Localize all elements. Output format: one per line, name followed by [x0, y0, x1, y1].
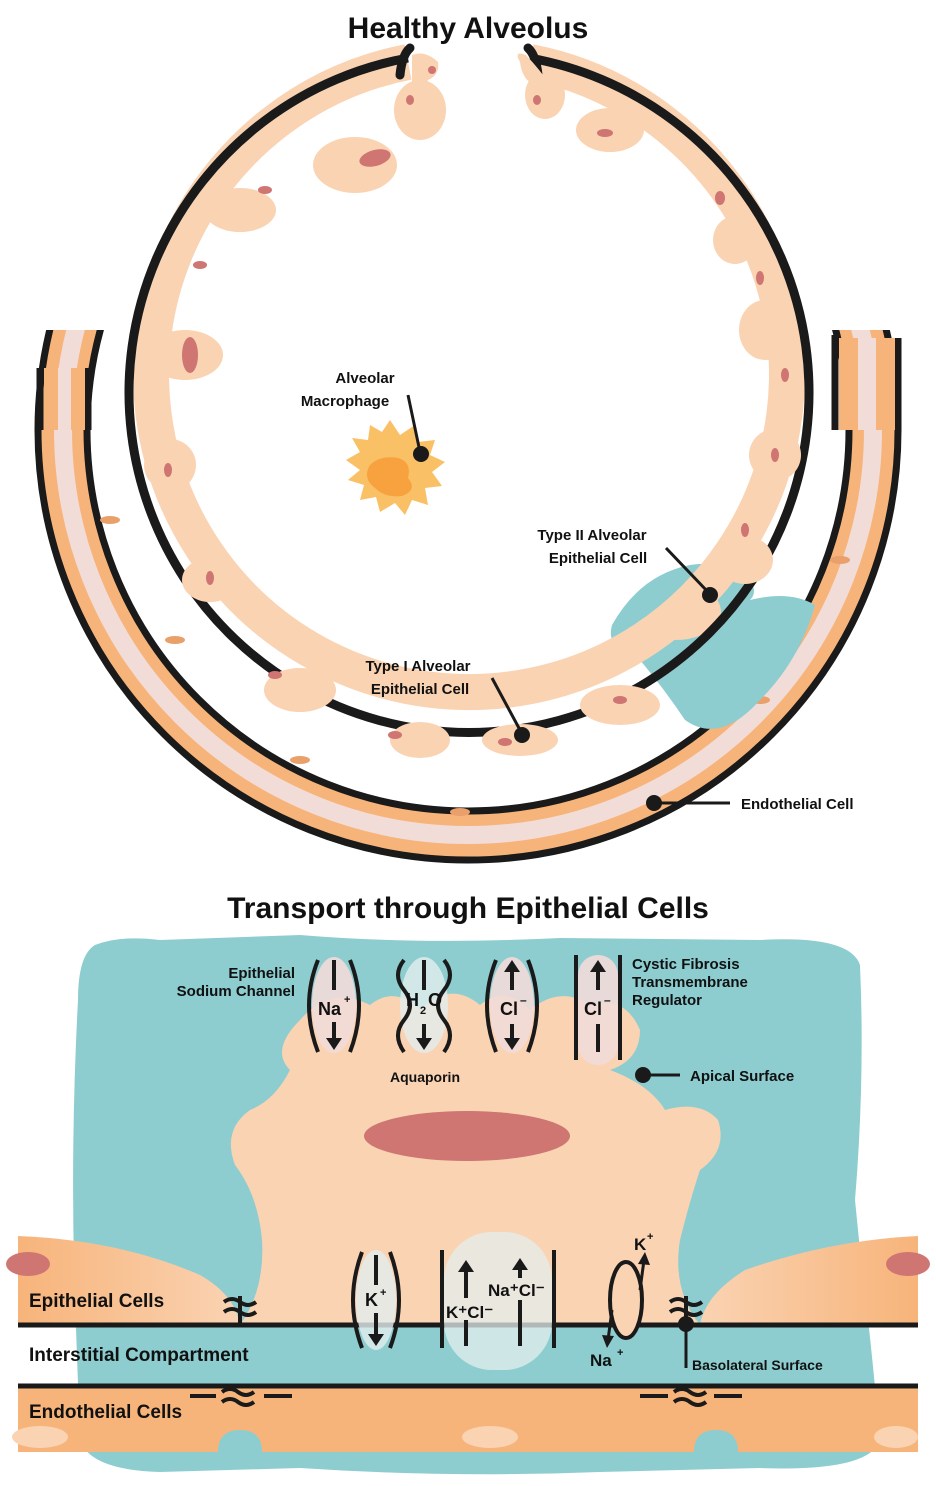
cftr-label-line1: Cystic Fibrosis — [632, 956, 740, 973]
cftr-cl-ion: Cl — [584, 999, 602, 1019]
label-type-i: Type I Alveolar Epithelial Cell — [365, 658, 530, 743]
pump-na-charge: + — [617, 1347, 623, 1359]
capillary-ends — [36, 335, 902, 430]
alveolar-macrophage — [346, 420, 445, 515]
type2-label-line2: Epithelial Cell — [549, 550, 647, 567]
pump-na-ion: Na — [590, 1351, 612, 1370]
h2o-o: O — [428, 990, 442, 1010]
h2o-h: H — [406, 990, 419, 1010]
type1-label-line1: Type I Alveolar — [365, 658, 470, 675]
kcl-ions: K⁺Cl⁻ — [446, 1303, 493, 1322]
endothelial-junction-right — [640, 1387, 742, 1407]
endothelial-label: Endothelial Cell — [741, 796, 854, 813]
cftr-channel: Cl – — [574, 955, 622, 1065]
endothelial-junction-left — [190, 1387, 292, 1407]
cl-ion: Cl — [500, 999, 518, 1019]
k-channel: K + — [351, 1250, 401, 1350]
enac-na-ion: Na — [318, 999, 342, 1019]
pump-k-ion: K — [634, 1235, 647, 1254]
epithelial-cells-label: Epithelial Cells — [29, 1291, 164, 1312]
type2-label-line1: Type II Alveolar — [537, 527, 646, 544]
na-k-pump: K + Na + — [590, 1231, 653, 1370]
title-healthy-alveolus: Healthy Alveolus — [348, 12, 589, 45]
nacl-ions: Na⁺Cl⁻ — [488, 1281, 545, 1300]
endothelial-cells-label: Endothelial Cells — [29, 1402, 182, 1423]
epithelial-band — [6, 1236, 930, 1325]
cl-charge: – — [520, 993, 527, 1007]
basolateral-surface-label: Basolateral Surface — [692, 1357, 823, 1373]
macrophage-label-line1: Alveolar — [335, 370, 394, 387]
title-transport: Transport through Epithelial Cells — [227, 892, 709, 925]
epithelial-junction-left — [222, 1296, 258, 1324]
interstitial-label: Interstitial Compartment — [29, 1345, 249, 1366]
enac-channel: Na + — [307, 957, 361, 1053]
label-type-ii: Type II Alveolar Epithelial Cell — [537, 527, 718, 603]
type1-label-line2: Epithelial Cell — [371, 681, 469, 698]
cftr-cl-charge: – — [604, 993, 611, 1007]
label-macrophage: Alveolar Macrophage — [301, 370, 429, 462]
cftr-label-line2: Transmembrane — [632, 974, 748, 991]
k-ion: K — [365, 1290, 378, 1310]
aquaporin-channel: H 2 O — [396, 957, 452, 1054]
main-epithelial-cell — [230, 993, 721, 1325]
k-charge: + — [380, 1287, 386, 1299]
apical-surface-pointer — [635, 1067, 680, 1083]
enac-na-charge: + — [344, 994, 350, 1006]
cftr-label-line3: Regulator — [632, 992, 702, 1009]
enac-label-line1: Epithelial — [228, 965, 295, 982]
pump-k-charge: + — [647, 1231, 653, 1243]
enac-label-line2: Sodium Channel — [177, 983, 295, 1000]
nucleus — [364, 1111, 570, 1161]
aquaporin-label: Aquaporin — [390, 1069, 460, 1085]
label-endothelial-cell: Endothelial Cell — [646, 795, 854, 813]
nkcc-cotransporter: K⁺Cl⁻ Na⁺Cl⁻ — [440, 1232, 556, 1370]
apical-surface-label: Apical Surface — [690, 1068, 794, 1085]
basolateral-surface-pointer — [678, 1316, 694, 1368]
cl-channel: Cl – — [485, 957, 539, 1053]
h2o-2: 2 — [420, 1005, 426, 1017]
macrophage-label-line2: Macrophage — [301, 393, 389, 410]
